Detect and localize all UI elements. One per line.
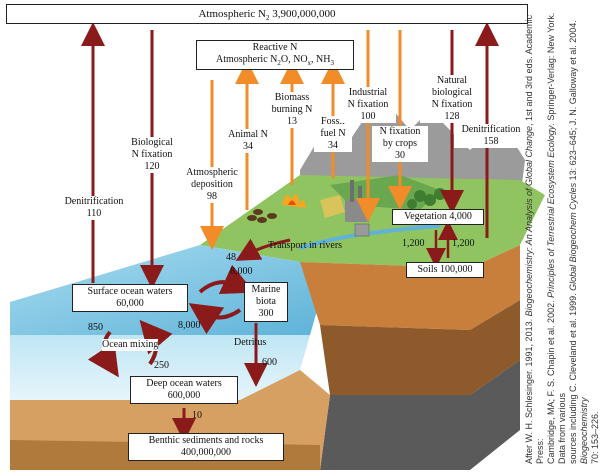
reactive-n-title: Reactive N <box>252 42 298 53</box>
soil-layer <box>300 245 520 330</box>
flux-label-line: N fixation <box>379 126 421 137</box>
citation-part: 13: 623–645; J. N. Galloway et al. 2004. <box>568 20 578 183</box>
label-biomass-burning: Biomass burning N 13 <box>267 92 317 128</box>
citation-italic: Principles of Terrestrial Ecosystem Ecol… <box>546 125 556 298</box>
flux-label-line: Animal N <box>228 129 268 140</box>
reactive-n-species-sub: 2 <box>277 59 281 67</box>
citation-italic: Global Biogeochem Cycles <box>568 182 578 291</box>
benthic-line: Benthic sediments and rocks <box>148 435 264 446</box>
citation-part: sources including C. Cleveland et al. 19… <box>568 290 578 464</box>
river <box>299 224 441 250</box>
fire <box>282 193 306 208</box>
arrow-marine-down <box>188 303 242 335</box>
label-marine-down: 8,000 <box>178 320 201 331</box>
flux-label-line: N fixation <box>347 99 389 110</box>
reactive-n-box: Reactive N Atmospheric N2O, NOx, NH3 <box>196 40 354 70</box>
flux-label-line: Industrial <box>348 87 388 98</box>
label-detritus: Detritus <box>234 337 267 348</box>
label-animal-n: Animal N 34 <box>226 129 270 153</box>
label-rivers-value: 48 <box>226 252 236 263</box>
flux-label-line: 34 <box>243 141 253 152</box>
reactive-n-species-part: Atmospheric N <box>215 54 278 65</box>
bedrock <box>320 360 520 470</box>
marine-biota-line: biota <box>256 296 276 307</box>
animal-herd <box>247 209 277 223</box>
deep-ocean-line: Deep ocean waters <box>146 378 222 389</box>
source-citation: After W. H. Schlesinger. 1991, 2013. Bio… <box>524 4 600 464</box>
label-burial: 10 <box>192 410 202 421</box>
flux-label-line: Denitrification <box>64 196 124 207</box>
factory <box>345 200 369 222</box>
soils-box: Soils 100,000 <box>406 262 484 278</box>
flux-label-line: Biomass <box>274 92 310 103</box>
deep-ocean-line: 600,000 <box>167 390 201 401</box>
reactive-n-species-sub: x <box>307 59 312 67</box>
marine-biota-line: 300 <box>258 308 274 319</box>
label-fixation-crops: N fixation by crops 30 <box>372 126 428 162</box>
label-soil-to-veg: 1,200 <box>452 238 475 249</box>
marine-biota-line: Marine <box>251 284 281 295</box>
flux-label-line: 120 <box>144 161 160 172</box>
flux-label-line: Fossil <box>321 116 345 127</box>
flux-label-line: deposition <box>191 179 233 190</box>
flux-label-line: by crops <box>382 138 418 149</box>
deep-ocean-box: Deep ocean waters 600,000 <box>130 376 238 404</box>
vegetation-box: Vegetation 4,000 <box>392 209 484 225</box>
label-denitrification-land: Denitrification 158 <box>454 124 528 148</box>
flux-label-line: 158 <box>483 136 499 147</box>
citation-part: Cambridge, MA; F. S. Chapin et al. 2002. <box>546 297 556 464</box>
citation-part: After W. H. Schlesinger. 1991, 2013. <box>524 316 534 464</box>
surface-ocean-box: Surface ocean waters 60,000 <box>72 284 188 312</box>
reactive-n-species-sub: 3 <box>330 59 335 67</box>
arrow-transport-rivers <box>235 238 291 261</box>
cropland <box>320 195 345 218</box>
flux-label-line: Biological <box>131 137 173 148</box>
flux-label-line: 98 <box>207 191 217 202</box>
flux-label-line: 34 <box>328 140 338 151</box>
reactive-n-species-part: , NH <box>311 54 331 65</box>
label-atmospheric-deposition: Atmospheric deposition 98 <box>180 167 244 203</box>
label-transport-rivers: Transport in rivers <box>268 240 343 251</box>
label-denitrification-ocean: Denitrification 110 <box>55 196 133 220</box>
reactive-n-species: Atmospheric N2O, NOx, NH3 <box>201 54 349 67</box>
flux-label-line: Atmospheric <box>186 167 238 178</box>
label-biological-fixation-ocean: Biological N fixation 120 <box>118 137 186 173</box>
marine-biota-box: Marine biota 300 <box>244 282 288 322</box>
flux-label-line: N fixation <box>431 99 473 110</box>
flux-label-line: 128 <box>444 111 460 122</box>
label-detritus-value: 600 <box>262 357 277 368</box>
surface-ocean-line: Surface ocean waters <box>87 286 173 297</box>
label-natural-fixation: Natural biological N fixation 128 <box>420 75 484 123</box>
arrow-marine-up <box>198 264 255 294</box>
label-fossil-fuel: Fossil fuel N 34 <box>314 116 352 152</box>
label-mix-down: 850 <box>88 322 103 333</box>
reactive-n-species-part: O, NO <box>280 54 308 65</box>
label-ocean-mixing: Ocean mixing <box>102 339 159 351</box>
benthic-box: Benthic sediments and rocks 400,000,000 <box>128 433 284 461</box>
flux-label-line: biological <box>432 87 472 98</box>
label-marine-up: 8,000 <box>230 266 253 277</box>
label-industrial-fixation: Industrial N fixation 100 <box>340 87 396 123</box>
flux-label-line: Denitrification <box>461 124 521 135</box>
citation-part: 70: 153–226. <box>590 411 600 464</box>
flux-label-line: Natural <box>437 75 467 86</box>
citation-italic: Biogeochemistry <box>579 397 589 464</box>
atmosphere-box: Atmospheric N2 3,900,000,000 <box>6 4 528 24</box>
label-veg-to-soil: 1,200 <box>402 238 425 249</box>
atmosphere-label: Atmospheric N <box>198 8 266 20</box>
flux-label-line: 100 <box>360 111 376 122</box>
flux-label-line: 110 <box>86 208 102 219</box>
benthic-line: 400,000,000 <box>181 447 231 458</box>
citation-italic: Biogeochemistry: An Analysis of Global C… <box>524 125 534 317</box>
surface-ocean-line: 60,000 <box>116 298 144 309</box>
flux-label-line: 30 <box>395 150 405 161</box>
label-mix-up: 250 <box>154 360 169 371</box>
flux-label-line: burning N <box>271 104 313 115</box>
flux-label-line: 13 <box>287 116 297 127</box>
atmosphere-sub: 2 <box>266 14 270 23</box>
flux-label-line: fuel N <box>320 128 346 139</box>
flux-label-line: N fixation <box>131 149 173 160</box>
atmosphere-value: 3,900,000,000 <box>272 8 336 20</box>
